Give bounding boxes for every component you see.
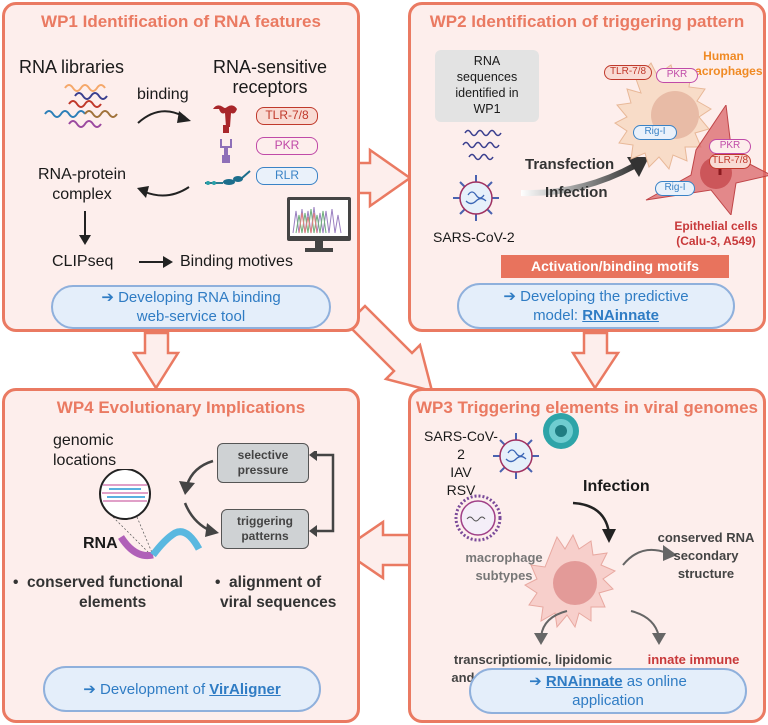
return-arrow-icon (137, 186, 190, 198)
monitor-icon (287, 197, 351, 252)
pill-arrow-icon: ➔ (529, 673, 542, 690)
right-arrow-icon (139, 256, 173, 268)
outcome-arrows-icon (534, 610, 666, 645)
receptor-icons (205, 105, 251, 185)
wp1-pill-line2: web-service tool (136, 308, 246, 325)
down-arrow-icon (79, 211, 91, 245)
rna-libraries-label: RNA libraries (19, 57, 125, 77)
selective-pressure-box: selective pressure (217, 443, 309, 483)
rnainnate-link[interactable]: RNAinnate (582, 307, 659, 324)
wp3-infection-label: Infection (583, 478, 650, 495)
epithelial-rigi-tag: Rig-I (655, 181, 695, 196)
sars-cov-2-label: SARS-CoV-2 (433, 229, 515, 245)
pill-arrow-icon: ➔ (83, 680, 96, 698)
human-macrophages-label: Human macrophages (684, 49, 763, 78)
to-structure-arrow-icon (622, 545, 677, 566)
activation-motifs-bar: Activation/binding motifs (501, 255, 729, 278)
panel-wp1: WP1 Identification of RNA features RNA l… (2, 2, 360, 332)
complex-line2: complex (52, 186, 112, 203)
binding-arrow-icon (137, 110, 191, 124)
sars-cov-2-virus-icon (453, 175, 499, 221)
wp2-title: WP2 Identification of triggering pattern (429, 12, 745, 31)
bullet-alignment: • alignment of viral sequences (215, 574, 337, 611)
rna-strands-icon (44, 84, 118, 128)
viraligner-link[interactable]: VirAligner (209, 680, 281, 698)
wp1-pill-line1: ➔ Developing RNA binding (101, 289, 281, 306)
feedback-arrows-icon (179, 451, 335, 537)
bullet-icon: • (13, 574, 28, 591)
transfection-label: Transfection (525, 156, 615, 173)
rlr-tag: RLR (256, 167, 318, 185)
epithelial-tlr-tag: TLR-7/8 (709, 154, 751, 169)
macrophage-tlr-tag: TLR-7/8 (604, 65, 652, 80)
rlr-receptor-icon (205, 170, 251, 185)
wp1-outcome-pill[interactable]: ➔ Developing RNA binding web-service too… (51, 285, 331, 329)
panel-wp3: WP3 Triggering elements in viral genomes… (408, 388, 766, 723)
tlr-receptor-icon (213, 105, 237, 133)
conserved-structure-label: conserved RNA secondary structure (657, 530, 755, 581)
wp1-title: WP1 Identification of RNA features (41, 12, 321, 31)
wp3-outcome-pill[interactable]: ➔ RNAinnate as online application (469, 668, 747, 714)
receptors-line2: receptors (232, 77, 308, 97)
sars-cov-2-icon (493, 433, 539, 479)
tlr-tag: TLR-7/8 (256, 107, 318, 125)
genomic-locations-label: genomic locations (53, 432, 117, 469)
panel-wp4: WP4 Evolutionary Implications genomic lo… (2, 388, 360, 723)
infection-label: Infection (545, 184, 608, 201)
rna-label: RNA (83, 535, 118, 552)
triggering-patterns-box: triggering patterns (221, 509, 309, 549)
epithelial-cells-label: Epithelial cells (Calu-3, A549) (674, 219, 758, 248)
pkr-receptor-icon (220, 139, 232, 163)
receptors-line1: RNA-sensitive (212, 57, 328, 77)
iav-virus-icon (543, 413, 579, 449)
panel-wp2: WP2 Identification of triggering pattern… (408, 2, 768, 332)
bullet-conserved-elements: • conserved functional elements (13, 574, 183, 611)
wp4-title: WP4 Evolutionary Implications (56, 398, 306, 417)
arrow-wp1-to-wp4 (131, 331, 181, 391)
bullet-icon: • (215, 574, 230, 591)
pkr-tag: PKR (256, 137, 318, 155)
pill-arrow-icon: ➔ (101, 289, 114, 306)
binding-motives-label: Binding motives (180, 253, 293, 270)
macrophage-subtypes-label: macrophage subtypes (465, 550, 543, 583)
infection-arrow-icon (572, 501, 616, 543)
rsv-virus-icon (454, 494, 502, 542)
complex-line1: RNA-protein (37, 166, 127, 183)
arrow-wp2-to-wp3 (570, 331, 621, 391)
rna-sequences-box: RNA sequences identified in WP1 (435, 50, 539, 122)
wp2-outcome-pill[interactable]: ➔ Developing the predictive model: RNAin… (457, 283, 735, 329)
rna-sequences-icon (462, 129, 502, 161)
receptors-label: RNA-sensitive receptors (205, 57, 335, 97)
rnainnate-link[interactable]: RNAinnate (545, 673, 623, 690)
epithelial-pkr-tag: PKR (709, 139, 751, 154)
rna-alignment-icon (99, 469, 203, 560)
wp3-title: WP3 Triggering elements in viral genomes (416, 398, 758, 417)
pill-arrow-icon: ➔ (503, 288, 516, 305)
macrophage-pkr-tag: PKR (656, 68, 698, 83)
macrophage-cell-icon (524, 533, 617, 629)
wp4-outcome-pill[interactable]: ➔ Development of VirAligner (43, 666, 321, 712)
virus-list: SARS-CoV-2 IAV RSV (424, 428, 498, 498)
clipseq-label: CLIPseq (52, 253, 114, 270)
transfection-arrow-icon (521, 157, 649, 197)
macrophage-rigi-tag: Rig-I (633, 125, 677, 140)
binding-label: binding (137, 86, 189, 103)
complex-label: RNA-protein complex (27, 165, 137, 205)
